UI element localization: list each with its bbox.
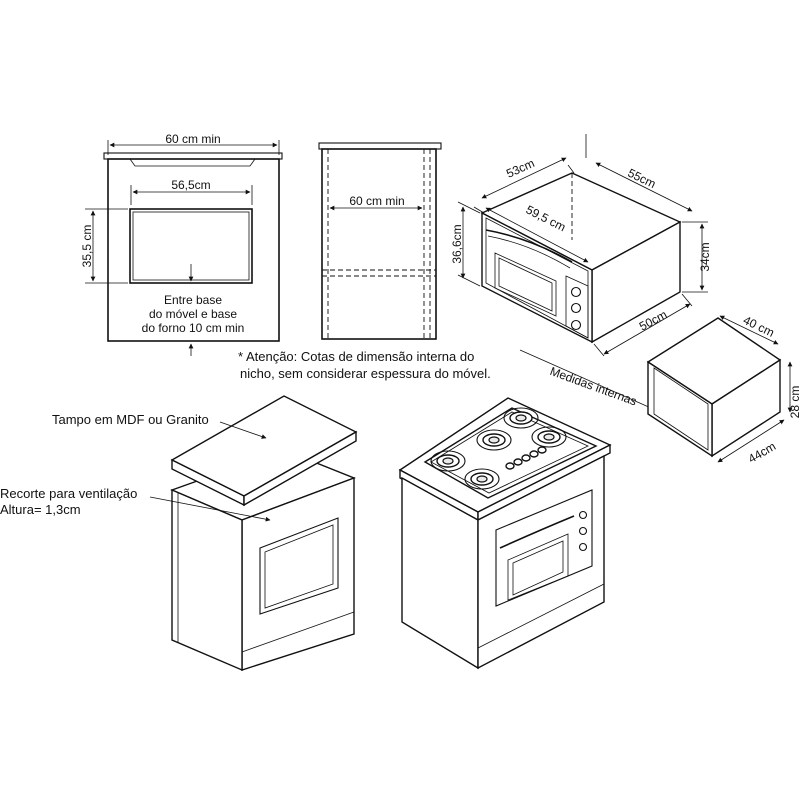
- burner-3: [531, 426, 567, 448]
- oven-knob-2: [570, 302, 582, 314]
- base-note-line2: do móvel e base: [149, 307, 237, 321]
- side-depth-label: 60 cm min: [349, 194, 404, 208]
- internal-width-dimension: [719, 315, 779, 345]
- base-note-line1: Entre base: [164, 293, 222, 307]
- oven-knob-1: [570, 286, 582, 298]
- vent-label-line2: Altura= 1,3cm: [0, 502, 81, 517]
- vent-label-line1: Recorte para ventilação: [0, 486, 137, 501]
- internal-height-label: 28 cm: [788, 386, 800, 419]
- side-top-slab: [318, 142, 442, 150]
- side-height-label: 34cm: [698, 242, 712, 271]
- internal-depth-label: 44cm: [746, 439, 778, 466]
- bottom-depth-dimension: [603, 303, 691, 355]
- internal-leader-line: [519, 349, 661, 413]
- top-label: Tampo em MDF ou Granito: [52, 412, 209, 427]
- builtin-oven-knob-3: [578, 542, 588, 552]
- depth-side-label: 55cm: [625, 166, 658, 191]
- opening-height-label: 35,5 cm: [80, 225, 94, 268]
- base-note-line3: do forno 10 cm min: [142, 321, 245, 335]
- internal-depth-dimension: [717, 419, 785, 463]
- internal-width-label: 40 cm: [741, 313, 777, 340]
- depth-side-dimension: [595, 162, 693, 212]
- cabinet-front-body: [107, 158, 280, 342]
- burner-2: [476, 429, 512, 451]
- oven-window: [494, 252, 557, 317]
- opening-width-label: 56,5cm: [171, 178, 210, 192]
- vent-cutout: [129, 158, 256, 167]
- vent-label-leader: [149, 496, 271, 522]
- internal-opening: [653, 367, 709, 451]
- internal-front: [647, 360, 713, 458]
- oven-external-view: 53cm 55cm 59,5 cm 36,6cm 34cm 50cm: [450, 134, 712, 357]
- cabinet-assembly-exploded: Tampo em MDF ou Granito Recorte para ven…: [0, 395, 358, 672]
- builtin-oven-window: [507, 533, 569, 601]
- note-line1: * Atenção: Cotas de dimensão interna do: [238, 349, 474, 364]
- dimension-note: * Atenção: Cotas de dimensão interna do …: [238, 349, 491, 381]
- top-label-leader: [219, 421, 267, 439]
- builtin-oven-knob-2: [578, 526, 588, 536]
- assembled-front: [477, 454, 605, 670]
- cabinet-top-slab: [103, 152, 283, 160]
- internal-title: Medidas internas: [548, 364, 639, 408]
- cabinet-side-view: 60 cm min: [318, 142, 442, 340]
- builtin-oven-handle: [499, 515, 575, 549]
- note-line2: nicho, sem considerar espessura do móvel…: [240, 366, 491, 381]
- cabinet-front-view: 60 cm min 56,5cm 35,5 cm Entre base do m…: [80, 132, 283, 356]
- depth-top-label: 53cm: [504, 156, 537, 181]
- depth-top-dimension: [481, 157, 567, 199]
- burner-1: [503, 407, 539, 429]
- burner-5: [464, 468, 500, 490]
- front-height-label: 36,6cm: [450, 224, 464, 263]
- oven-niche-opening: [129, 208, 253, 284]
- cooktop-knobs: [505, 446, 547, 470]
- assembly-oven-opening: [259, 517, 339, 615]
- builtin-oven-front: [495, 489, 593, 607]
- front-width-dimension: [485, 207, 589, 263]
- builtin-oven-knob-1: [578, 510, 588, 520]
- cabinet-width-label: 60 cm min: [165, 132, 220, 146]
- side-body: [321, 148, 437, 340]
- burner-4: [430, 450, 466, 472]
- oven-knob-3: [570, 319, 582, 331]
- assembly-side: [171, 488, 243, 672]
- cabinet-assembled: [398, 397, 612, 670]
